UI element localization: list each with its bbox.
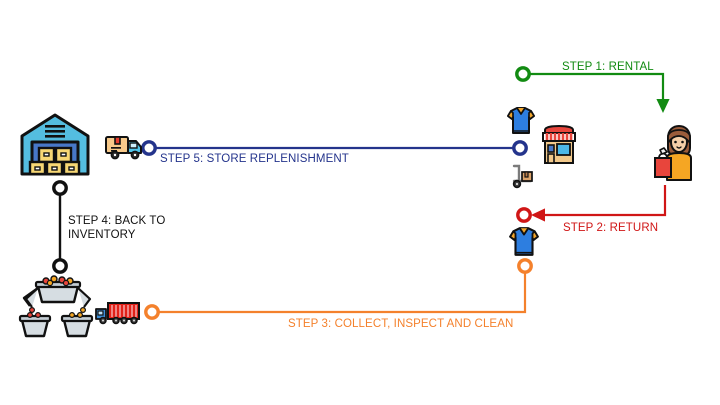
connector-step5 [141, 140, 528, 156]
connector-node-step5-end [512, 140, 528, 156]
freight-truck-icon [94, 299, 142, 327]
connector-node-step5-start [141, 140, 157, 156]
returned-polo-shirt-icon [508, 225, 540, 259]
connector-node-step4-start [52, 180, 68, 196]
step1-label: STEP 1: RENTAL [562, 61, 654, 73]
step4-label: STEP 4: BACK TO INVENTORY [68, 214, 165, 242]
delivery-truck-icon [104, 131, 144, 163]
connector-step1 [515, 66, 670, 114]
connector-node-step3-start [517, 258, 533, 274]
customer-icon [653, 122, 697, 184]
connector-node-step2-end [516, 207, 532, 223]
sorting-machine-icon [16, 272, 100, 340]
retail-store-icon [538, 124, 580, 166]
step2-label: STEP 2: RETURN [563, 222, 659, 234]
polo-shirt-icon [506, 105, 536, 137]
hand-truck-icon [509, 164, 535, 190]
connector-node-step4-end [52, 258, 68, 274]
step5-label: STEP 5: STORE REPLENISHMENT [160, 153, 349, 165]
connector-step4 [52, 180, 68, 274]
step4-label-line2: INVENTORY [68, 229, 136, 241]
connector-node-step1-start [515, 66, 531, 82]
step4-label-line1: STEP 4: BACK TO [68, 215, 166, 227]
connector-step3 [144, 258, 533, 320]
connector-node-step3-end [144, 304, 160, 320]
warehouse-icon [18, 112, 92, 178]
step3-label: STEP 3: COLLECT, INSPECT AND CLEAN [288, 318, 514, 330]
connector-step2 [516, 185, 667, 223]
